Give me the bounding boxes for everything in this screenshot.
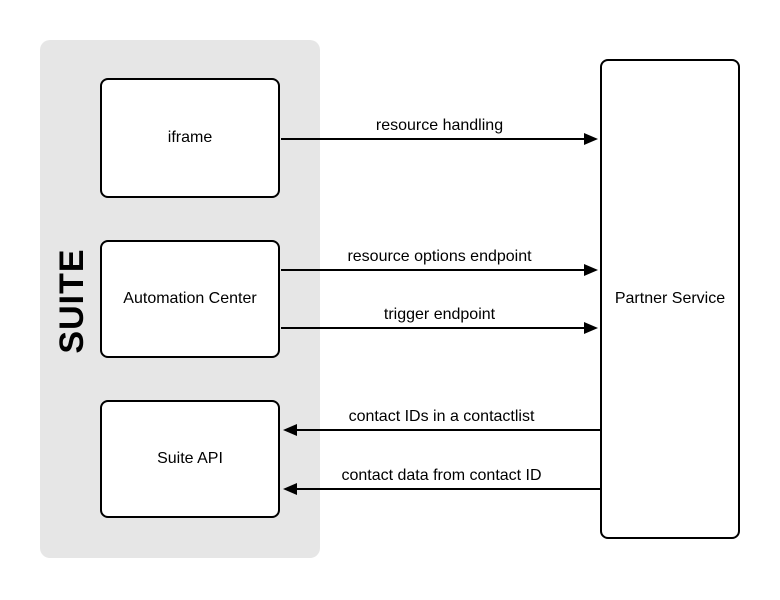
- node-suite-api: Suite API: [100, 400, 280, 518]
- arrowhead-left-icon: [283, 424, 297, 436]
- node-automation-center: Automation Center: [100, 240, 280, 358]
- arrow-line: [281, 269, 586, 271]
- node-iframe: iframe: [100, 78, 280, 198]
- arrow-line: [281, 327, 586, 329]
- node-partner-service-label: Partner Service: [614, 290, 726, 307]
- node-suite-api-label: Suite API: [157, 450, 223, 467]
- arrow-line: [281, 138, 586, 140]
- arrowhead-right-icon: [584, 322, 598, 334]
- arrow-contact-data-label: contact data from contact ID: [341, 467, 542, 484]
- node-iframe-label: iframe: [167, 129, 213, 146]
- arrow-line: [295, 429, 600, 431]
- arrow-contact-data: contact data from contact ID: [283, 467, 600, 495]
- arrowhead-right-icon: [584, 133, 598, 145]
- arrow-resource-handling-label: resource handling: [375, 117, 504, 134]
- node-automation-center-label: Automation Center: [123, 290, 257, 307]
- arrowhead-left-icon: [283, 483, 297, 495]
- arrow-resource-options-endpoint-label: resource options endpoint: [347, 248, 532, 265]
- arrow-trigger-endpoint-label: trigger endpoint: [383, 306, 496, 323]
- arrow-contact-ids: contact IDs in a contactlist: [283, 408, 600, 436]
- arrow-trigger-endpoint: trigger endpoint: [281, 306, 598, 334]
- arrow-resource-options-endpoint: resource options endpoint: [281, 248, 598, 276]
- node-partner-service: Partner Service: [600, 59, 740, 539]
- arrow-line: [295, 488, 600, 490]
- arrow-contact-ids-label: contact IDs in a contactlist: [348, 408, 535, 425]
- suite-group-label: SUITE: [53, 248, 91, 354]
- arrow-resource-handling: resource handling: [281, 117, 598, 145]
- arrowhead-right-icon: [584, 264, 598, 276]
